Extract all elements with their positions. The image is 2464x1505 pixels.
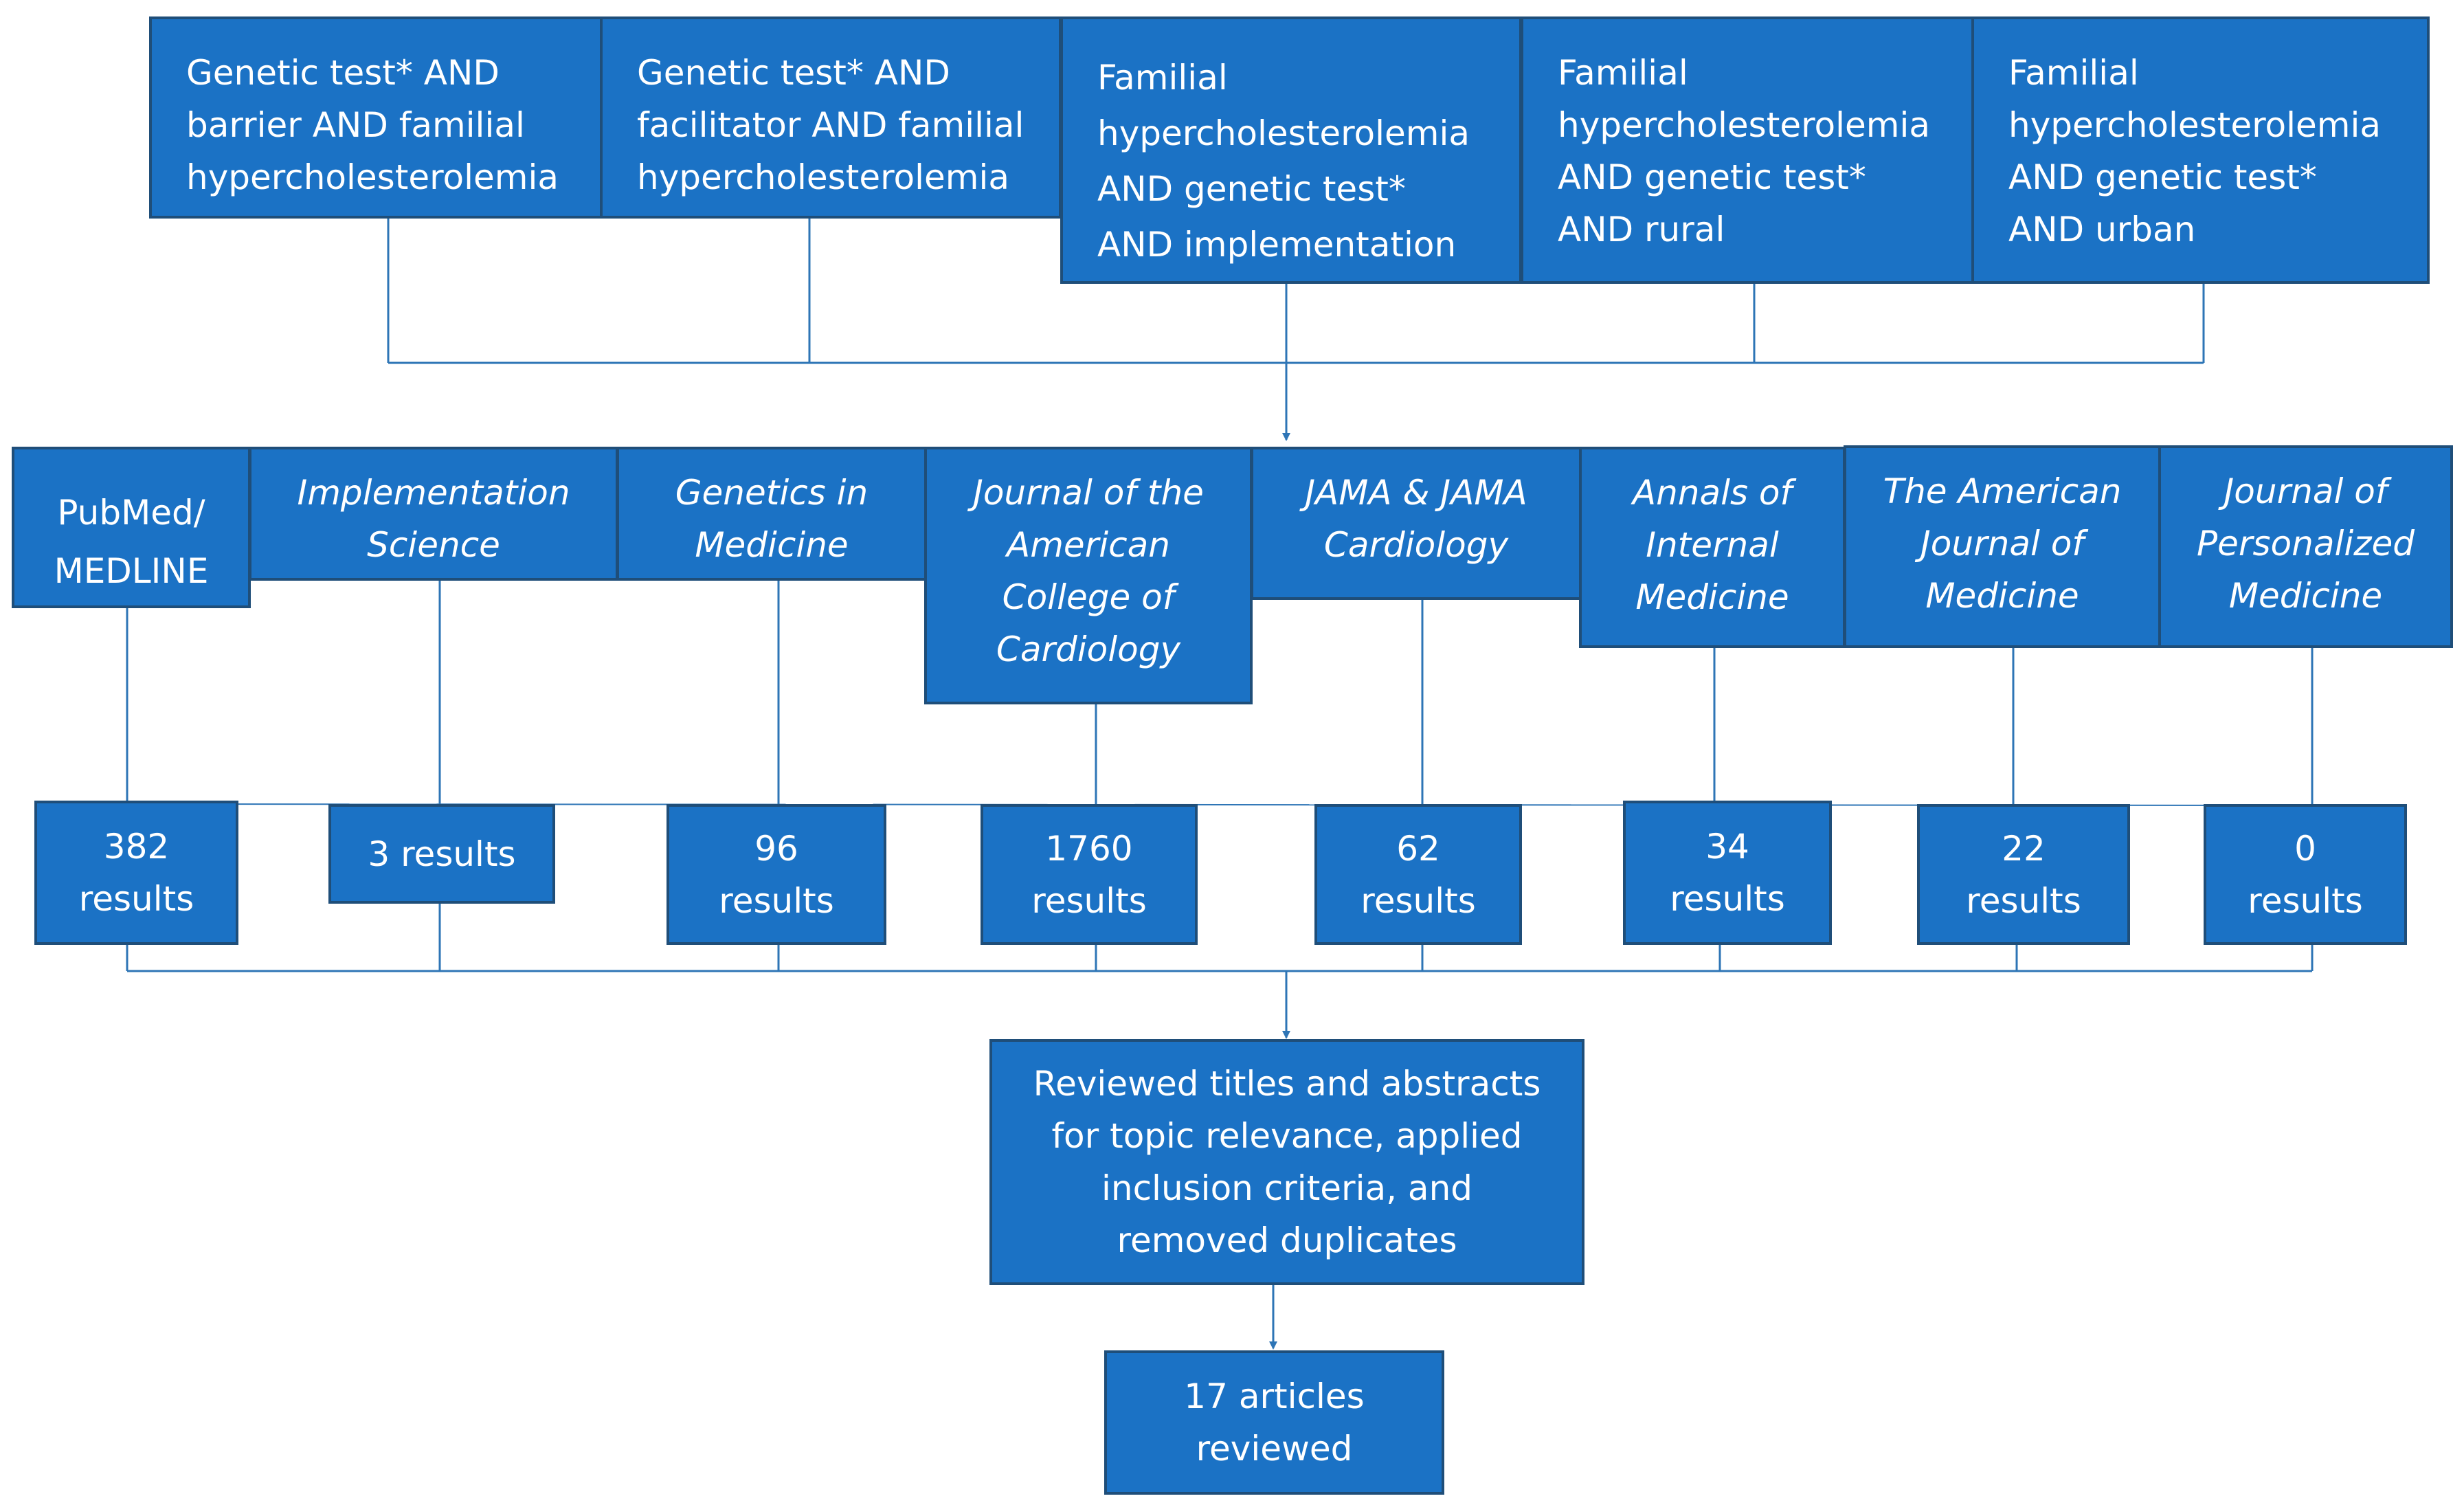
results-2-line-1: 3 results: [368, 834, 516, 874]
database-7-line-3: Medicine: [1925, 576, 2079, 616]
query-2-line-1: Genetic test* AND: [637, 53, 950, 93]
query-box-4: Familial hypercholesterolemia AND geneti…: [1521, 16, 1974, 284]
review-line-1: Reviewed titles and abstracts: [1033, 1064, 1541, 1104]
query-5-line-4: AND urban: [2008, 210, 2196, 249]
results-box-7: 22 results: [1917, 804, 2130, 945]
results-7-line-1: 22: [2002, 828, 2046, 869]
database-4-line-1: Journal of the: [973, 473, 1204, 513]
database-box-annals: Annals of Internal Medicine: [1579, 447, 1846, 648]
database-8-line-3: Medicine: [2228, 576, 2383, 616]
query-1-line-2: barrier AND familial: [186, 105, 525, 145]
results-4-line-1: 1760: [1045, 828, 1133, 869]
query-3-line-2: hypercholesterolemia: [1097, 113, 1470, 153]
database-3-line-1: Genetics in: [675, 473, 869, 513]
query-box-3: Familial hypercholesterolemia AND geneti…: [1060, 16, 1522, 284]
database-5-line-1: JAMA & JAMA: [1305, 473, 1527, 513]
database-box-jama: JAMA & JAMA Cardiology: [1251, 447, 1582, 600]
query-3-line-4: AND implementation: [1097, 225, 1457, 265]
database-6-line-2: Internal: [1646, 525, 1779, 565]
query-box-1: Genetic test* AND barrier AND familial h…: [149, 16, 603, 219]
results-7-line-2: results: [1966, 880, 2081, 921]
query-4-line-3: AND genetic test*: [1558, 157, 1866, 197]
results-box-6: 34 results: [1623, 801, 1832, 945]
query-5-line-2: hypercholesterolemia: [2008, 105, 2382, 145]
database-8-line-2: Personalized: [2197, 524, 2415, 564]
query-1-line-1: Genetic test* AND: [186, 53, 500, 93]
final-line-1: 17 articles: [1184, 1376, 1365, 1416]
database-4-line-4: Cardiology: [996, 629, 1181, 669]
query-5-line-1: Familial: [2008, 53, 2139, 93]
results-box-4: 1760 results: [981, 804, 1198, 945]
query-4-line-4: AND rural: [1558, 210, 1725, 249]
database-box-genetics-in-medicine: Genetics in Medicine: [616, 447, 927, 581]
review-line-2: for topic relevance, applied: [1051, 1116, 1523, 1156]
database-6-line-1: Annals of: [1632, 473, 1793, 513]
results-4-line-2: results: [1031, 880, 1147, 921]
review-line-3: inclusion criteria, and: [1101, 1168, 1472, 1208]
database-5-line-2: Cardiology: [1323, 525, 1509, 565]
review-line-4: removed duplicates: [1117, 1220, 1457, 1260]
results-box-3: 96 results: [667, 804, 886, 945]
database-4-line-3: College of: [1002, 577, 1175, 617]
query-box-2: Genetic test* AND facilitator AND famili…: [600, 16, 1062, 219]
database-box-personalized-medicine: Journal of Personalized Medicine: [2158, 445, 2453, 648]
query-4-line-2: hypercholesterolemia: [1558, 105, 1931, 145]
database-7-line-1: The American: [1883, 471, 2122, 511]
final-line-2: reviewed: [1196, 1429, 1353, 1469]
results-8-line-1: 0: [2294, 828, 2316, 869]
results-6-line-2: results: [1670, 879, 1785, 919]
database-2-line-2: Science: [367, 525, 500, 565]
database-7-line-2: Journal of: [1920, 524, 2084, 564]
query-2-line-3: hypercholesterolemia: [637, 157, 1010, 197]
results-6-line-1: 34: [1705, 827, 1749, 867]
results-box-2: 3 results: [328, 804, 555, 904]
results-5-line-1: 62: [1396, 828, 1440, 869]
results-5-line-2: results: [1360, 880, 1476, 921]
query-5-line-3: AND genetic test*: [2008, 157, 2317, 197]
review-step-box: Reviewed titles and abstracts for topic …: [989, 1039, 1584, 1285]
final-step-box: 17 articles reviewed: [1104, 1350, 1444, 1495]
results-8-line-2: results: [2248, 880, 2363, 921]
query-3-line-1: Familial: [1097, 58, 1228, 98]
database-8-line-1: Journal of: [2224, 471, 2388, 511]
database-4-line-2: American: [1007, 525, 1170, 565]
results-1-line-1: 382: [103, 827, 170, 867]
database-2-line-1: Implementation: [297, 473, 570, 513]
query-box-5: Familial hypercholesterolemia AND geneti…: [1971, 16, 2430, 284]
query-1-line-3: hypercholesterolemia: [186, 157, 559, 197]
database-box-jacc: Journal of the American College of Cardi…: [924, 447, 1253, 704]
database-3-line-2: Medicine: [695, 525, 849, 565]
query-4-line-1: Familial: [1558, 53, 1688, 93]
database-box-implementation-science: Implementation Science: [249, 447, 618, 581]
database-1-line-1: PubMed/: [57, 493, 205, 533]
results-3-line-1: 96: [754, 828, 798, 869]
database-box-american-journal-of-medicine: The American Journal of Medicine: [1844, 445, 2161, 648]
results-box-5: 62 results: [1314, 804, 1522, 945]
query-2-line-2: facilitator AND familial: [637, 105, 1024, 145]
database-1-line-2: MEDLINE: [54, 551, 209, 591]
results-box-8: 0 results: [2204, 804, 2407, 945]
results-3-line-2: results: [719, 880, 834, 921]
query-3-line-3: AND genetic test*: [1097, 169, 1406, 209]
database-box-pubmed: PubMed/ MEDLINE: [12, 447, 251, 608]
database-6-line-3: Medicine: [1635, 577, 1789, 617]
results-1-line-2: results: [78, 879, 194, 919]
results-box-1: 382 results: [34, 801, 238, 945]
